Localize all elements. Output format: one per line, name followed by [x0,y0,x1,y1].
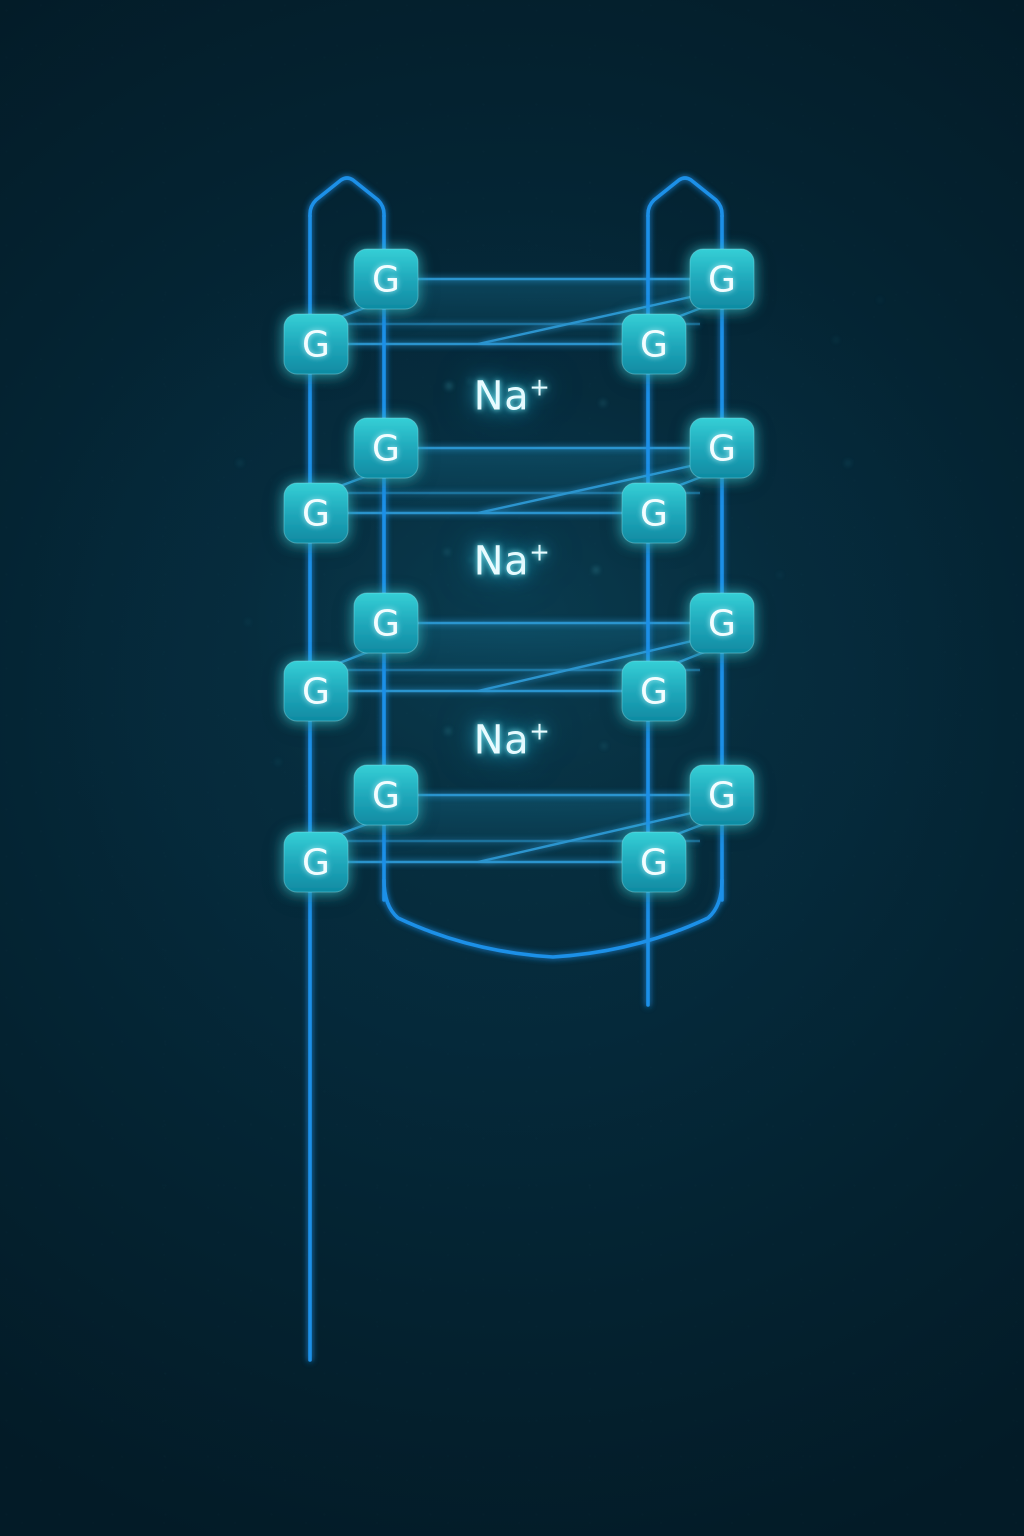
guanine-box [283,660,349,722]
guanine-box [621,660,687,722]
g-t2-back-right: G [689,417,755,479]
g-t2-front-left: G [283,482,349,544]
hbond-t3-diag [477,632,723,693]
guanine-box [689,592,755,654]
g-t1-front-left: G [283,313,349,375]
guanine-box [621,831,687,893]
guanine-box [621,482,687,544]
g-t3-back-left: G [353,592,419,654]
guanine-label: G [708,776,736,817]
guanine-box [353,592,419,654]
guanine-label: G [302,672,330,713]
loop-top-right [646,176,724,218]
guanine-box [353,417,419,479]
guanine-box [353,248,419,310]
guanine-label: G [640,325,668,366]
guanine-label: G [302,494,330,535]
g-t1-back-right: G [689,248,755,310]
guanine-label: G [372,429,400,470]
g-t3-front-right: G [621,660,687,722]
guanine-label: G [640,672,668,713]
guanine-box [283,313,349,375]
hbond-t2-diag [477,457,723,515]
guanine-box [283,482,349,544]
guanine-label: G [372,260,400,301]
guanine-label: G [302,843,330,884]
guanine-label: G [302,325,330,366]
guanine-box [689,417,755,479]
g-t3-back-right: G [689,592,755,654]
g-t2-back-left: G [353,417,419,479]
guanine-box [621,313,687,375]
guanine-label: G [372,604,400,645]
hbond-t1-diag [477,288,723,346]
g-t4-back-left: G [353,764,419,826]
loop-top-left [308,176,386,218]
guanine-label: G [640,843,668,884]
ambient-particles [237,298,882,765]
g-t1-front-right: G [621,313,687,375]
guanine-box [689,764,755,826]
g-t4-front-left: G [283,831,349,893]
loop-bottom [382,878,724,959]
guanine-box [283,831,349,893]
g-t1-back-left: G [353,248,419,310]
guanine-label: G [708,260,736,301]
g-t3-front-left: G [283,660,349,722]
guanine-box [353,764,419,826]
guanine-label: G [640,494,668,535]
guanine-label: G [708,429,736,470]
hbond-t4-diag [477,804,723,864]
g-t4-back-right: G [689,764,755,826]
g-t2-front-right: G [621,482,687,544]
guanine-box [689,248,755,310]
guanine-label: G [372,776,400,817]
g-t4-front-right: G [621,831,687,893]
guanine-label: G [708,604,736,645]
